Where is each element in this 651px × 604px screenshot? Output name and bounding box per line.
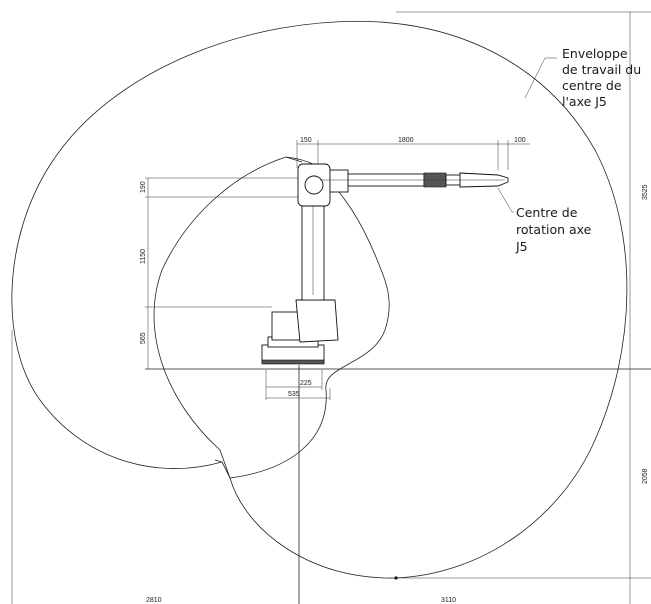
robot-upper-arm-housing	[329, 169, 349, 193]
dim-190: 190	[140, 181, 147, 193]
robot-base-foot	[261, 359, 325, 365]
envelope-leader-line	[524, 57, 557, 99]
dim-535: 535	[288, 391, 300, 398]
envelope-label-line-3: centre de	[562, 78, 622, 93]
robot-elbow-joint	[304, 175, 324, 195]
envelope-label-line-4: l'axe J5	[562, 94, 607, 109]
dim-225: 225	[300, 380, 312, 387]
dim-1800: 1800	[398, 137, 414, 144]
rotation-label-line-1: Centre de	[516, 205, 578, 220]
dim-565: 565	[140, 332, 147, 344]
envelope-label-line-1: Enveloppe	[562, 46, 628, 61]
dim-3525: 3525	[642, 184, 649, 200]
outer-envelope-curve	[11, 21, 628, 579]
rotation-label-line-3: J5	[515, 239, 528, 254]
dim-2058: 2058	[642, 468, 649, 484]
bottom-point	[394, 576, 398, 580]
envelope-label-line-2: de travail du	[562, 62, 641, 77]
rotation-leader-line	[497, 187, 514, 213]
robot-arm	[261, 163, 509, 365]
dim-100: 100	[514, 137, 526, 144]
robot-turret	[295, 299, 339, 343]
inner-envelope-notch	[214, 156, 303, 463]
dim-1150: 1150	[140, 249, 147, 264]
dim-3110: 3110	[441, 597, 456, 604]
dim-150: 150	[300, 137, 312, 144]
dim-2810: 2810	[146, 597, 162, 604]
rotation-label-line-2: rotation axe	[516, 222, 592, 237]
